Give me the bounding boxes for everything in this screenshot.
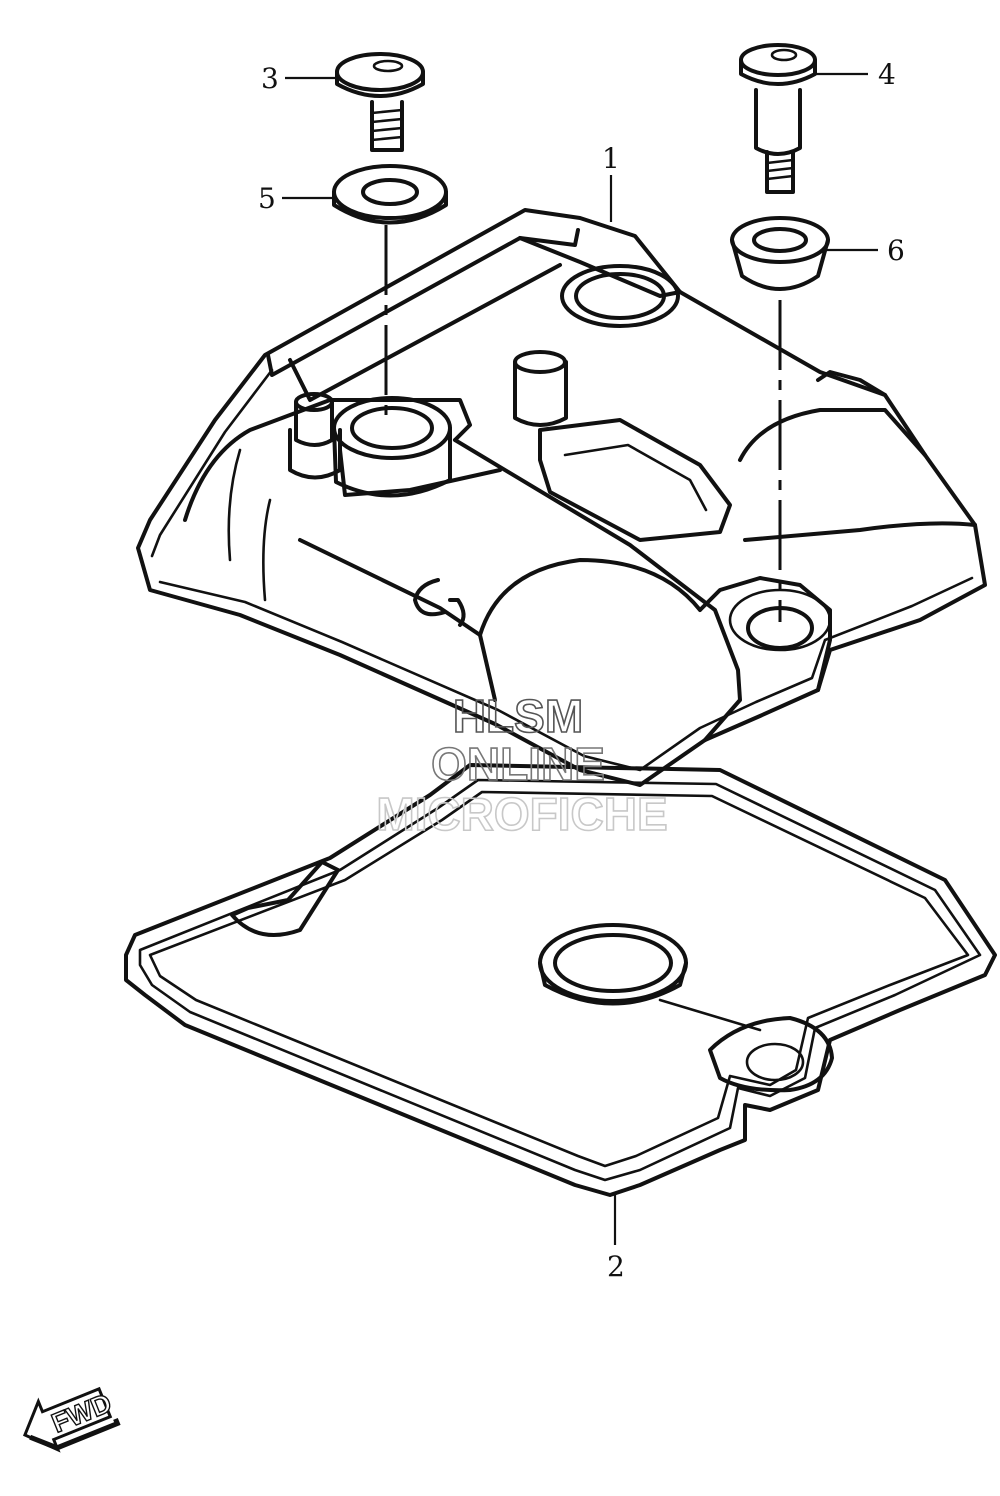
callout-2: 2	[607, 1250, 625, 1283]
fwd-arrow-icon: FWD	[22, 1386, 121, 1453]
part-5-washer	[332, 164, 448, 225]
watermark-line-2: ONLINE	[431, 738, 605, 790]
watermark-line-1: HLSM	[453, 690, 583, 742]
callout-4: 4	[878, 58, 896, 91]
part-6-grommet	[730, 216, 830, 291]
watermark-line-3: MICROFICHE	[376, 788, 667, 840]
callout-5: 5	[258, 182, 276, 215]
callout-3: 3	[261, 62, 279, 95]
part-3-bolt	[335, 52, 425, 152]
callout-6: 6	[887, 234, 905, 267]
part-4-bolt	[739, 43, 817, 194]
part-2-gasket	[124, 763, 997, 1197]
part-1-head-cover	[136, 208, 987, 787]
callout-1: 1	[602, 142, 620, 175]
leader-lines	[282, 72, 878, 1245]
